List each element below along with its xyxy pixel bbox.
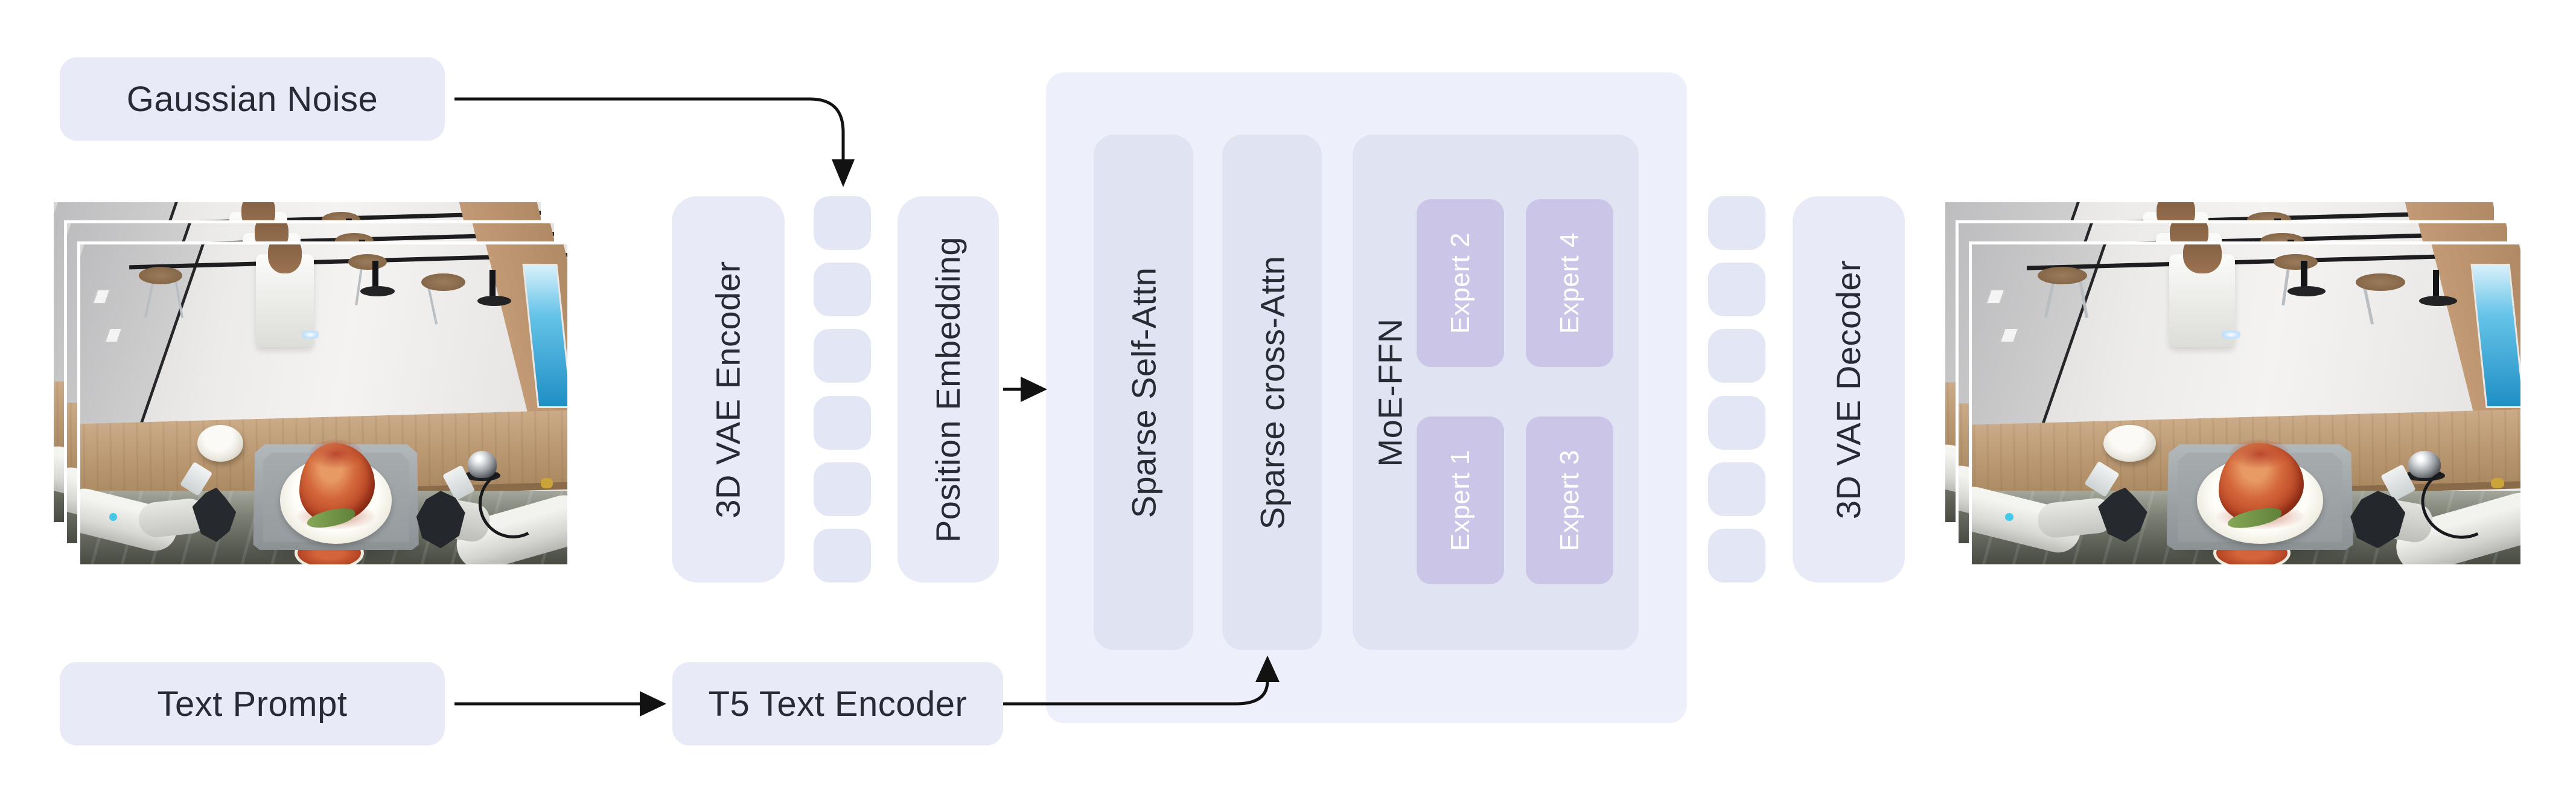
latent-token — [814, 395, 871, 450]
station-light — [302, 331, 319, 339]
gaussian-noise-label: Gaussian Noise — [126, 79, 378, 119]
white-bowl — [197, 425, 244, 462]
chair-seat — [2038, 267, 2087, 285]
expert-2-box: Expert 2 — [1417, 199, 1504, 367]
vae-encoder-box: 3D VAE Encoder — [672, 196, 785, 582]
table-pedestal — [489, 270, 496, 299]
video-frame — [80, 244, 567, 564]
latent-token — [1708, 528, 1765, 582]
latent-token — [814, 196, 871, 250]
gaussian-noise-arrow — [454, 97, 855, 187]
service-bell — [2408, 450, 2441, 478]
expert-1-label: Expert 1 — [1445, 450, 1475, 551]
white-bowl — [2103, 425, 2156, 462]
text-prompt-arrow — [454, 691, 666, 716]
gaussian-noise-box: Gaussian Noise — [60, 57, 445, 141]
latent-token-column-left — [814, 196, 871, 582]
sparse-self-attn-box: Sparse Self-Attn — [1094, 135, 1193, 650]
input-video-frames — [54, 202, 567, 564]
expert-4-box: Expert 4 — [1526, 199, 1613, 367]
latent-token — [1708, 329, 1765, 383]
t5-text-encoder-box: T5 Text Encoder — [672, 662, 1003, 745]
video-frame — [1972, 244, 2520, 564]
status-led-left — [2004, 513, 2014, 521]
service-bell — [467, 450, 497, 478]
latent-token — [814, 329, 871, 383]
chair-seat — [421, 273, 465, 291]
expert-4-label: Expert 4 — [1554, 232, 1584, 334]
output-video-frames — [1945, 202, 2520, 564]
latent-token — [814, 528, 871, 582]
latent-token — [1708, 462, 1765, 516]
vae-decoder-label: 3D VAE Decoder — [1829, 260, 1868, 519]
table-base — [360, 286, 395, 296]
vae-decoder-box: 3D VAE Decoder — [1793, 196, 1905, 582]
vae-encoder-label: 3D VAE Encoder — [709, 260, 747, 518]
station-light — [2221, 331, 2241, 339]
moe-ffn-label: MoE-FFN — [1371, 317, 1409, 467]
expert-1-box: Expert 1 — [1417, 416, 1504, 584]
sparse-cross-attn-box: Sparse cross-Attn — [1222, 135, 1322, 650]
table-pedestal — [2432, 270, 2440, 299]
text-prompt-box: Text Prompt — [60, 662, 445, 745]
latent-token — [1708, 196, 1765, 250]
table-pedestal — [2301, 260, 2308, 290]
meat-glaze — [2230, 439, 2291, 468]
chair-seat — [138, 267, 183, 285]
chair-seat — [2356, 273, 2406, 291]
expert-2-label: Expert 2 — [1445, 232, 1475, 334]
chair-seat — [348, 254, 387, 270]
position-embedding-arrow — [1003, 377, 1047, 402]
latent-token — [814, 263, 871, 317]
table-pedestal — [372, 260, 378, 290]
expert-3-box: Expert 3 — [1526, 416, 1613, 584]
t5-text-encoder-label: T5 Text Encoder — [708, 684, 968, 724]
position-embedding-box: Position Embedding — [897, 196, 999, 582]
latent-token — [1708, 263, 1765, 317]
latent-token — [1708, 395, 1765, 450]
robot-station-top — [267, 244, 302, 273]
sparse-cross-attn-label: Sparse cross-Attn — [1253, 255, 1292, 529]
status-led-left — [109, 513, 118, 521]
table-base — [2418, 295, 2458, 306]
chair-seat — [2273, 254, 2318, 270]
table-base — [477, 295, 512, 306]
latent-token-column-right — [1708, 196, 1765, 582]
sparse-self-attn-label: Sparse Self-Attn — [1124, 267, 1162, 518]
meat-glaze — [309, 439, 363, 468]
connector-right — [541, 477, 553, 488]
text-prompt-label: Text Prompt — [157, 684, 348, 724]
latent-token — [814, 462, 871, 516]
table-base — [2287, 286, 2326, 296]
position-embedding-label: Position Embedding — [929, 236, 968, 543]
connector-right — [2490, 477, 2504, 488]
robot-station-top — [2182, 244, 2222, 273]
expert-3-label: Expert 3 — [1554, 450, 1584, 551]
